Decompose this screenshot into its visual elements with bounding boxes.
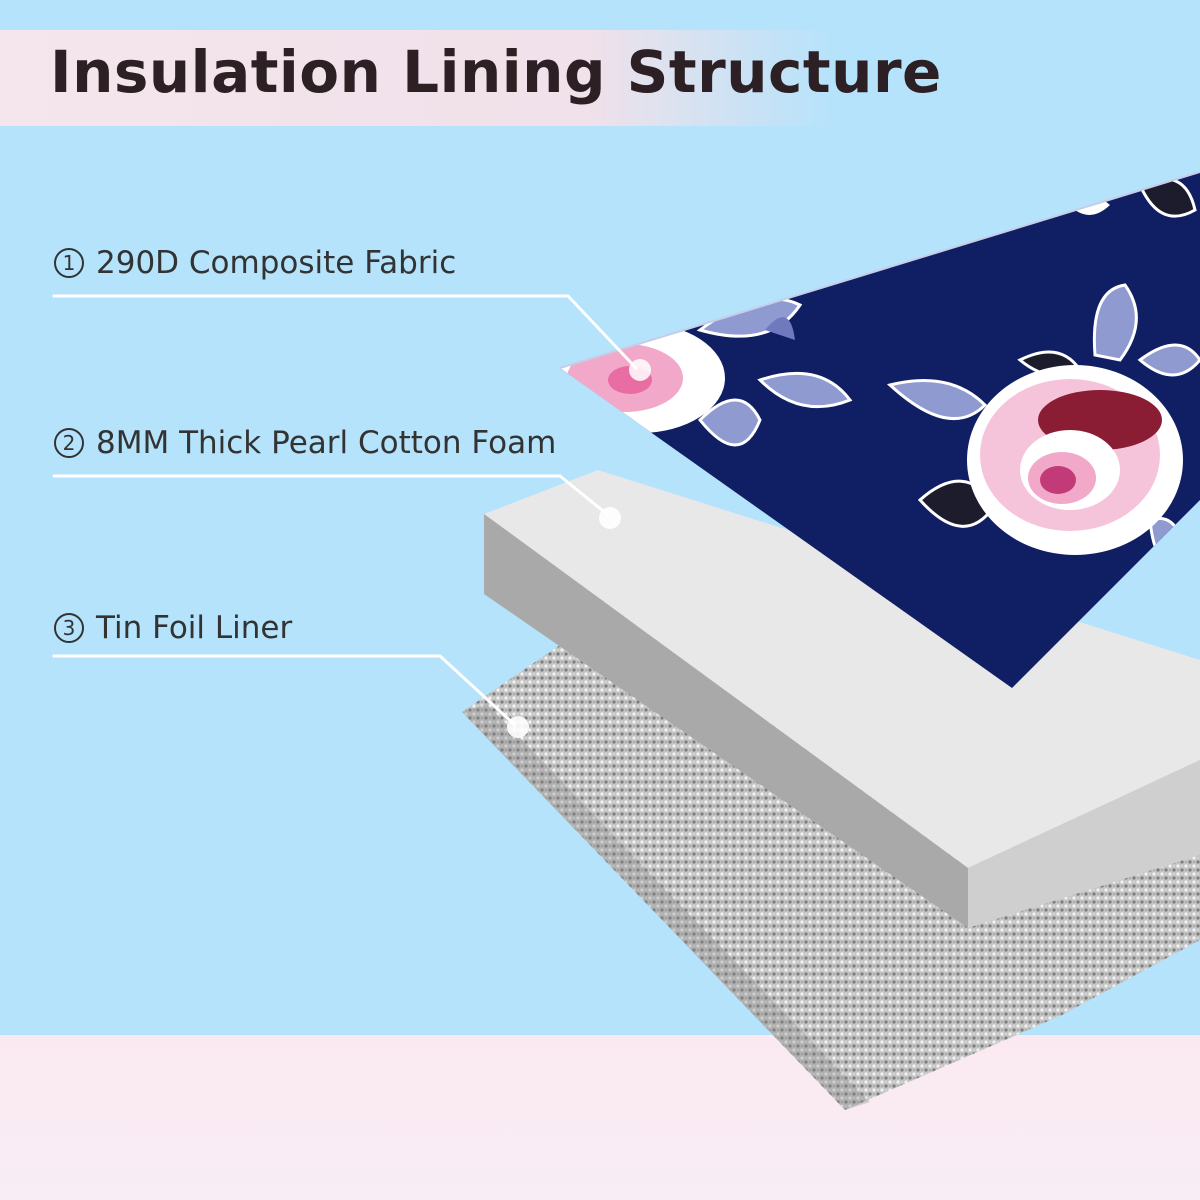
title-band	[0, 30, 840, 126]
pearl-cotton-foam	[484, 470, 1200, 928]
leader-lines	[52, 294, 638, 727]
callout-dot-3	[507, 716, 529, 738]
layer-text-2: 8MM Thick Pearl Cotton Foam	[96, 425, 557, 461]
leader-line-3	[52, 654, 517, 727]
layer-number-2: 2	[54, 428, 84, 458]
leader-line-1	[52, 294, 638, 370]
floor-band	[0, 1035, 1200, 1200]
callout-dot-2	[599, 507, 621, 529]
callout-dot-1	[629, 359, 651, 381]
foil-liner	[462, 645, 1200, 1110]
layer-number-3: 3	[54, 613, 84, 643]
layer-label-2: 2 8MM Thick Pearl Cotton Foam	[54, 425, 556, 461]
layer-label-3: 3 Tin Foil Liner	[54, 610, 292, 646]
leader-line-2	[52, 474, 610, 517]
page-title: Insulation Lining Structure	[50, 38, 942, 106]
layer-label-1: 1 290D Composite Fabric	[54, 245, 456, 281]
layer-text-3: Tin Foil Liner	[96, 610, 293, 646]
layer-number-1: 1	[54, 248, 84, 278]
layer-text-1: 290D Composite Fabric	[96, 245, 457, 281]
